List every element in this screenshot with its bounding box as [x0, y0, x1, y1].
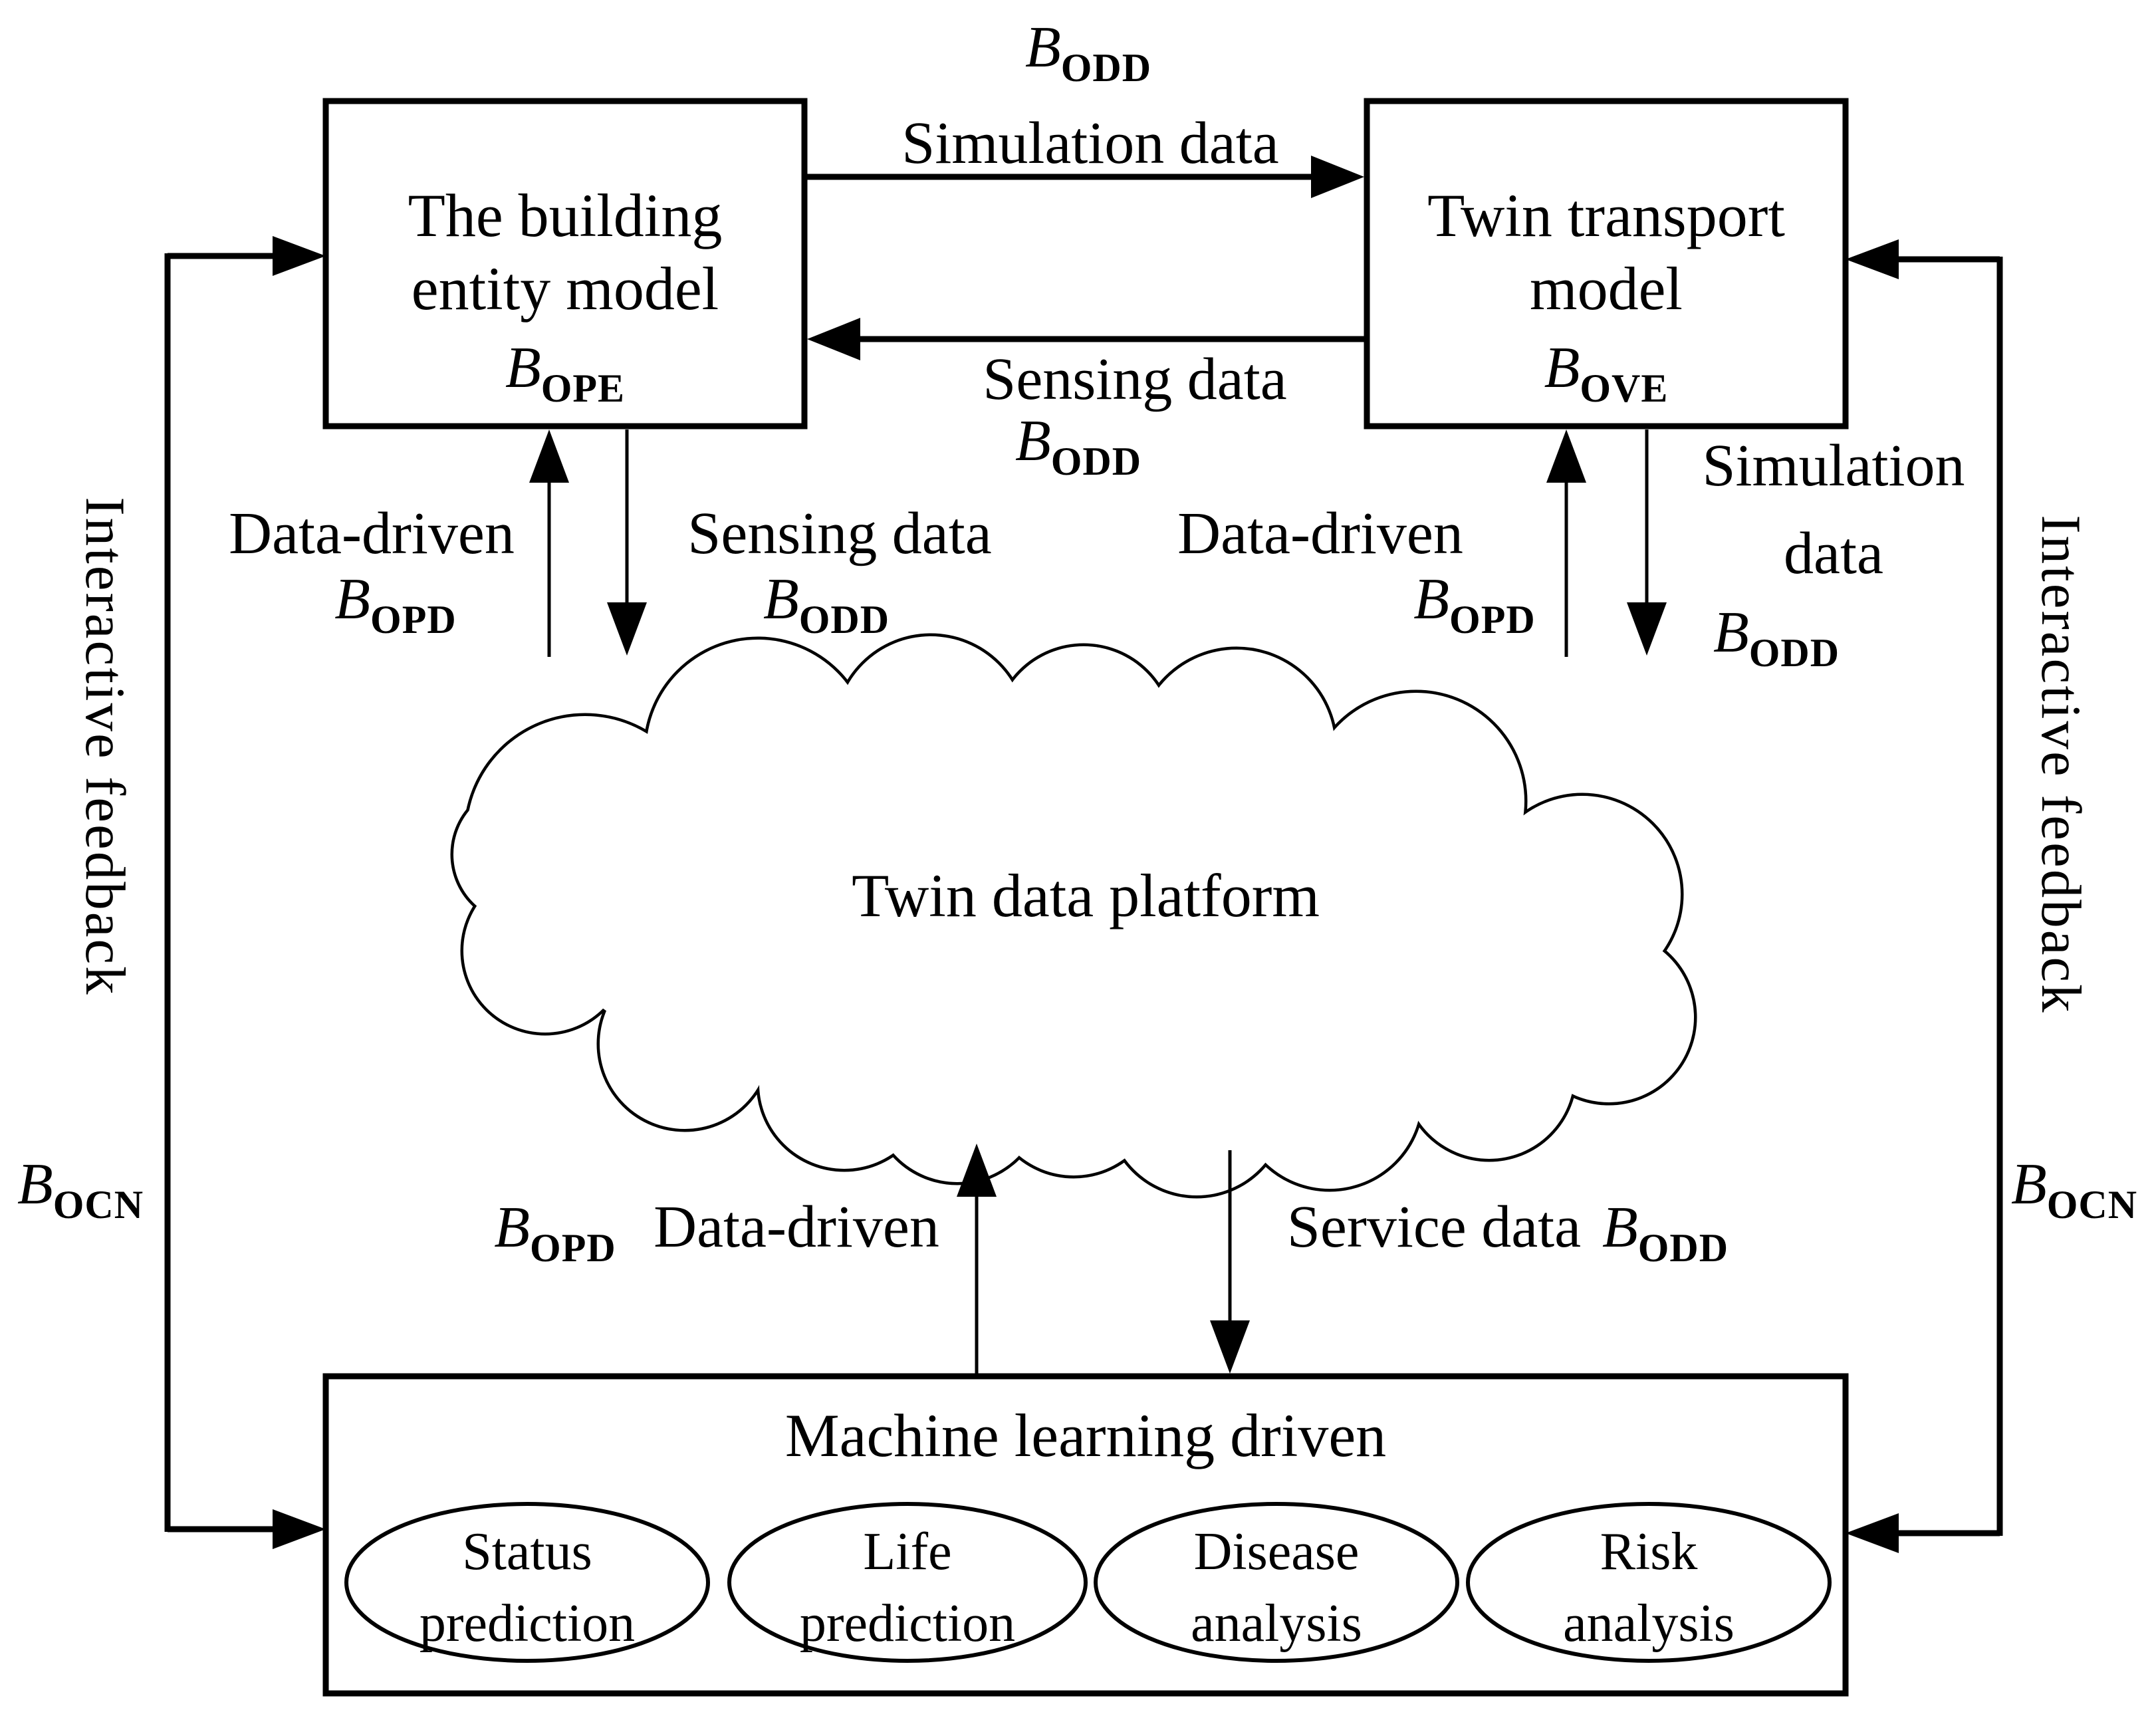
twin-data-cloud: Twin data platform — [450, 633, 1697, 1199]
arrowhead-into-ml-box-left — [273, 1509, 326, 1549]
cloud-interior — [453, 636, 1694, 1195]
sensing-data-edge-top: Sensing data BODD — [807, 318, 1367, 483]
building-box-label-line1: The building — [408, 182, 723, 249]
simulation-right-label-line2: data — [1784, 521, 1883, 586]
arrowhead-into-building-box — [273, 236, 326, 276]
b-ove-label: BOVE — [1544, 336, 1669, 410]
data-driven-bottom-label: Data-driven — [654, 1194, 939, 1260]
interactive-feedback-right-label: Interactive feedback — [2030, 515, 2092, 1014]
building-cloud-edges: Data-driven BOPD Sensing data BODD — [229, 430, 992, 657]
cloud-ml-edges: BOPD Data-driven Service data BODD — [494, 1144, 1729, 1374]
feedback-left-edge: Interactive feedback BOCN — [17, 236, 326, 1549]
machine-learning-box: Machine learning driven Status predictio… — [322, 1373, 1849, 1697]
b-opd-left-label: BOPD — [334, 567, 456, 642]
building-box-label-line2: entity model — [412, 255, 719, 322]
arrowhead-into-ml-box-right — [1846, 1513, 1899, 1553]
b-opd-bottom-label: BOPD — [494, 1195, 616, 1270]
arrowhead-sensing-left — [807, 318, 860, 360]
building-entity-box: The building entity model BOPE — [322, 98, 808, 430]
service-data-label: Service data — [1287, 1194, 1581, 1260]
disease-analysis-line2: analysis — [1191, 1594, 1362, 1653]
life-prediction-ellipse: Life prediction — [727, 1502, 1088, 1663]
status-prediction-ellipse: Status prediction — [344, 1502, 710, 1663]
arrowhead-up-into-building — [529, 430, 569, 483]
ml-box-title: Machine learning driven — [785, 1402, 1386, 1469]
b-odd-left-label: BODD — [763, 567, 890, 642]
b-ocn-right-label: BOCN — [2011, 1152, 2137, 1227]
transport-box-label-line1: Twin transport — [1427, 182, 1785, 249]
arrowhead-into-transport-box — [1846, 239, 1899, 279]
risk-analysis-line2: analysis — [1563, 1594, 1735, 1653]
interactive-feedback-left-label: Interactive feedback — [74, 497, 136, 996]
b-odd-service-label: BODD — [1602, 1195, 1729, 1270]
simulation-data-edge-top: BODD Simulation data — [807, 15, 1364, 198]
life-prediction-line1: Life — [863, 1523, 951, 1581]
status-prediction-line2: prediction — [419, 1594, 635, 1653]
data-driven-left-label: Data-driven — [229, 501, 515, 566]
transport-box-label-line2: model — [1530, 255, 1683, 322]
data-driven-right-label: Data-driven — [1177, 501, 1463, 566]
b-odd-sensing-top-label: BODD — [1015, 409, 1141, 483]
simulation-right-label-line1: Simulation — [1702, 433, 1965, 499]
life-prediction-line2: prediction — [800, 1594, 1015, 1653]
b-opd-right-label: BOPD — [1413, 567, 1535, 642]
b-odd-sim-right-label: BODD — [1713, 600, 1840, 675]
cloud-label: Twin data platform — [852, 862, 1320, 929]
risk-analysis-ellipse: Risk analysis — [1466, 1502, 1832, 1663]
arrowhead-down-to-cloud-left — [607, 602, 647, 656]
arrowhead-up-into-cloud — [957, 1144, 997, 1197]
arrowhead-up-into-transport — [1546, 430, 1586, 483]
transport-cloud-edges: Data-driven BOPD Simulation data BODD — [1177, 430, 1965, 675]
arrowhead-down-to-cloud-right — [1627, 602, 1667, 656]
arrowhead-simulation-right — [1311, 156, 1364, 198]
b-ocn-left-label: BOCN — [17, 1152, 144, 1227]
feedback-right-edge: Interactive feedback BOCN — [1846, 239, 2137, 1553]
sensing-data-top-label: Sensing data — [983, 346, 1286, 412]
risk-analysis-line1: Risk — [1600, 1523, 1698, 1581]
arrowhead-down-into-ml-box — [1210, 1320, 1250, 1374]
status-prediction-line1: Status — [462, 1523, 592, 1581]
simulation-data-top-label: Simulation data — [901, 110, 1278, 176]
twin-transport-box: Twin transport model BOVE — [1364, 98, 1849, 430]
disease-analysis-line1: Disease — [1194, 1523, 1360, 1581]
b-odd-top-label: BODD — [1025, 15, 1151, 90]
disease-analysis-ellipse: Disease analysis — [1094, 1502, 1459, 1663]
b-ope-label: BOPE — [505, 336, 625, 410]
sensing-data-left-label: Sensing data — [687, 501, 991, 566]
